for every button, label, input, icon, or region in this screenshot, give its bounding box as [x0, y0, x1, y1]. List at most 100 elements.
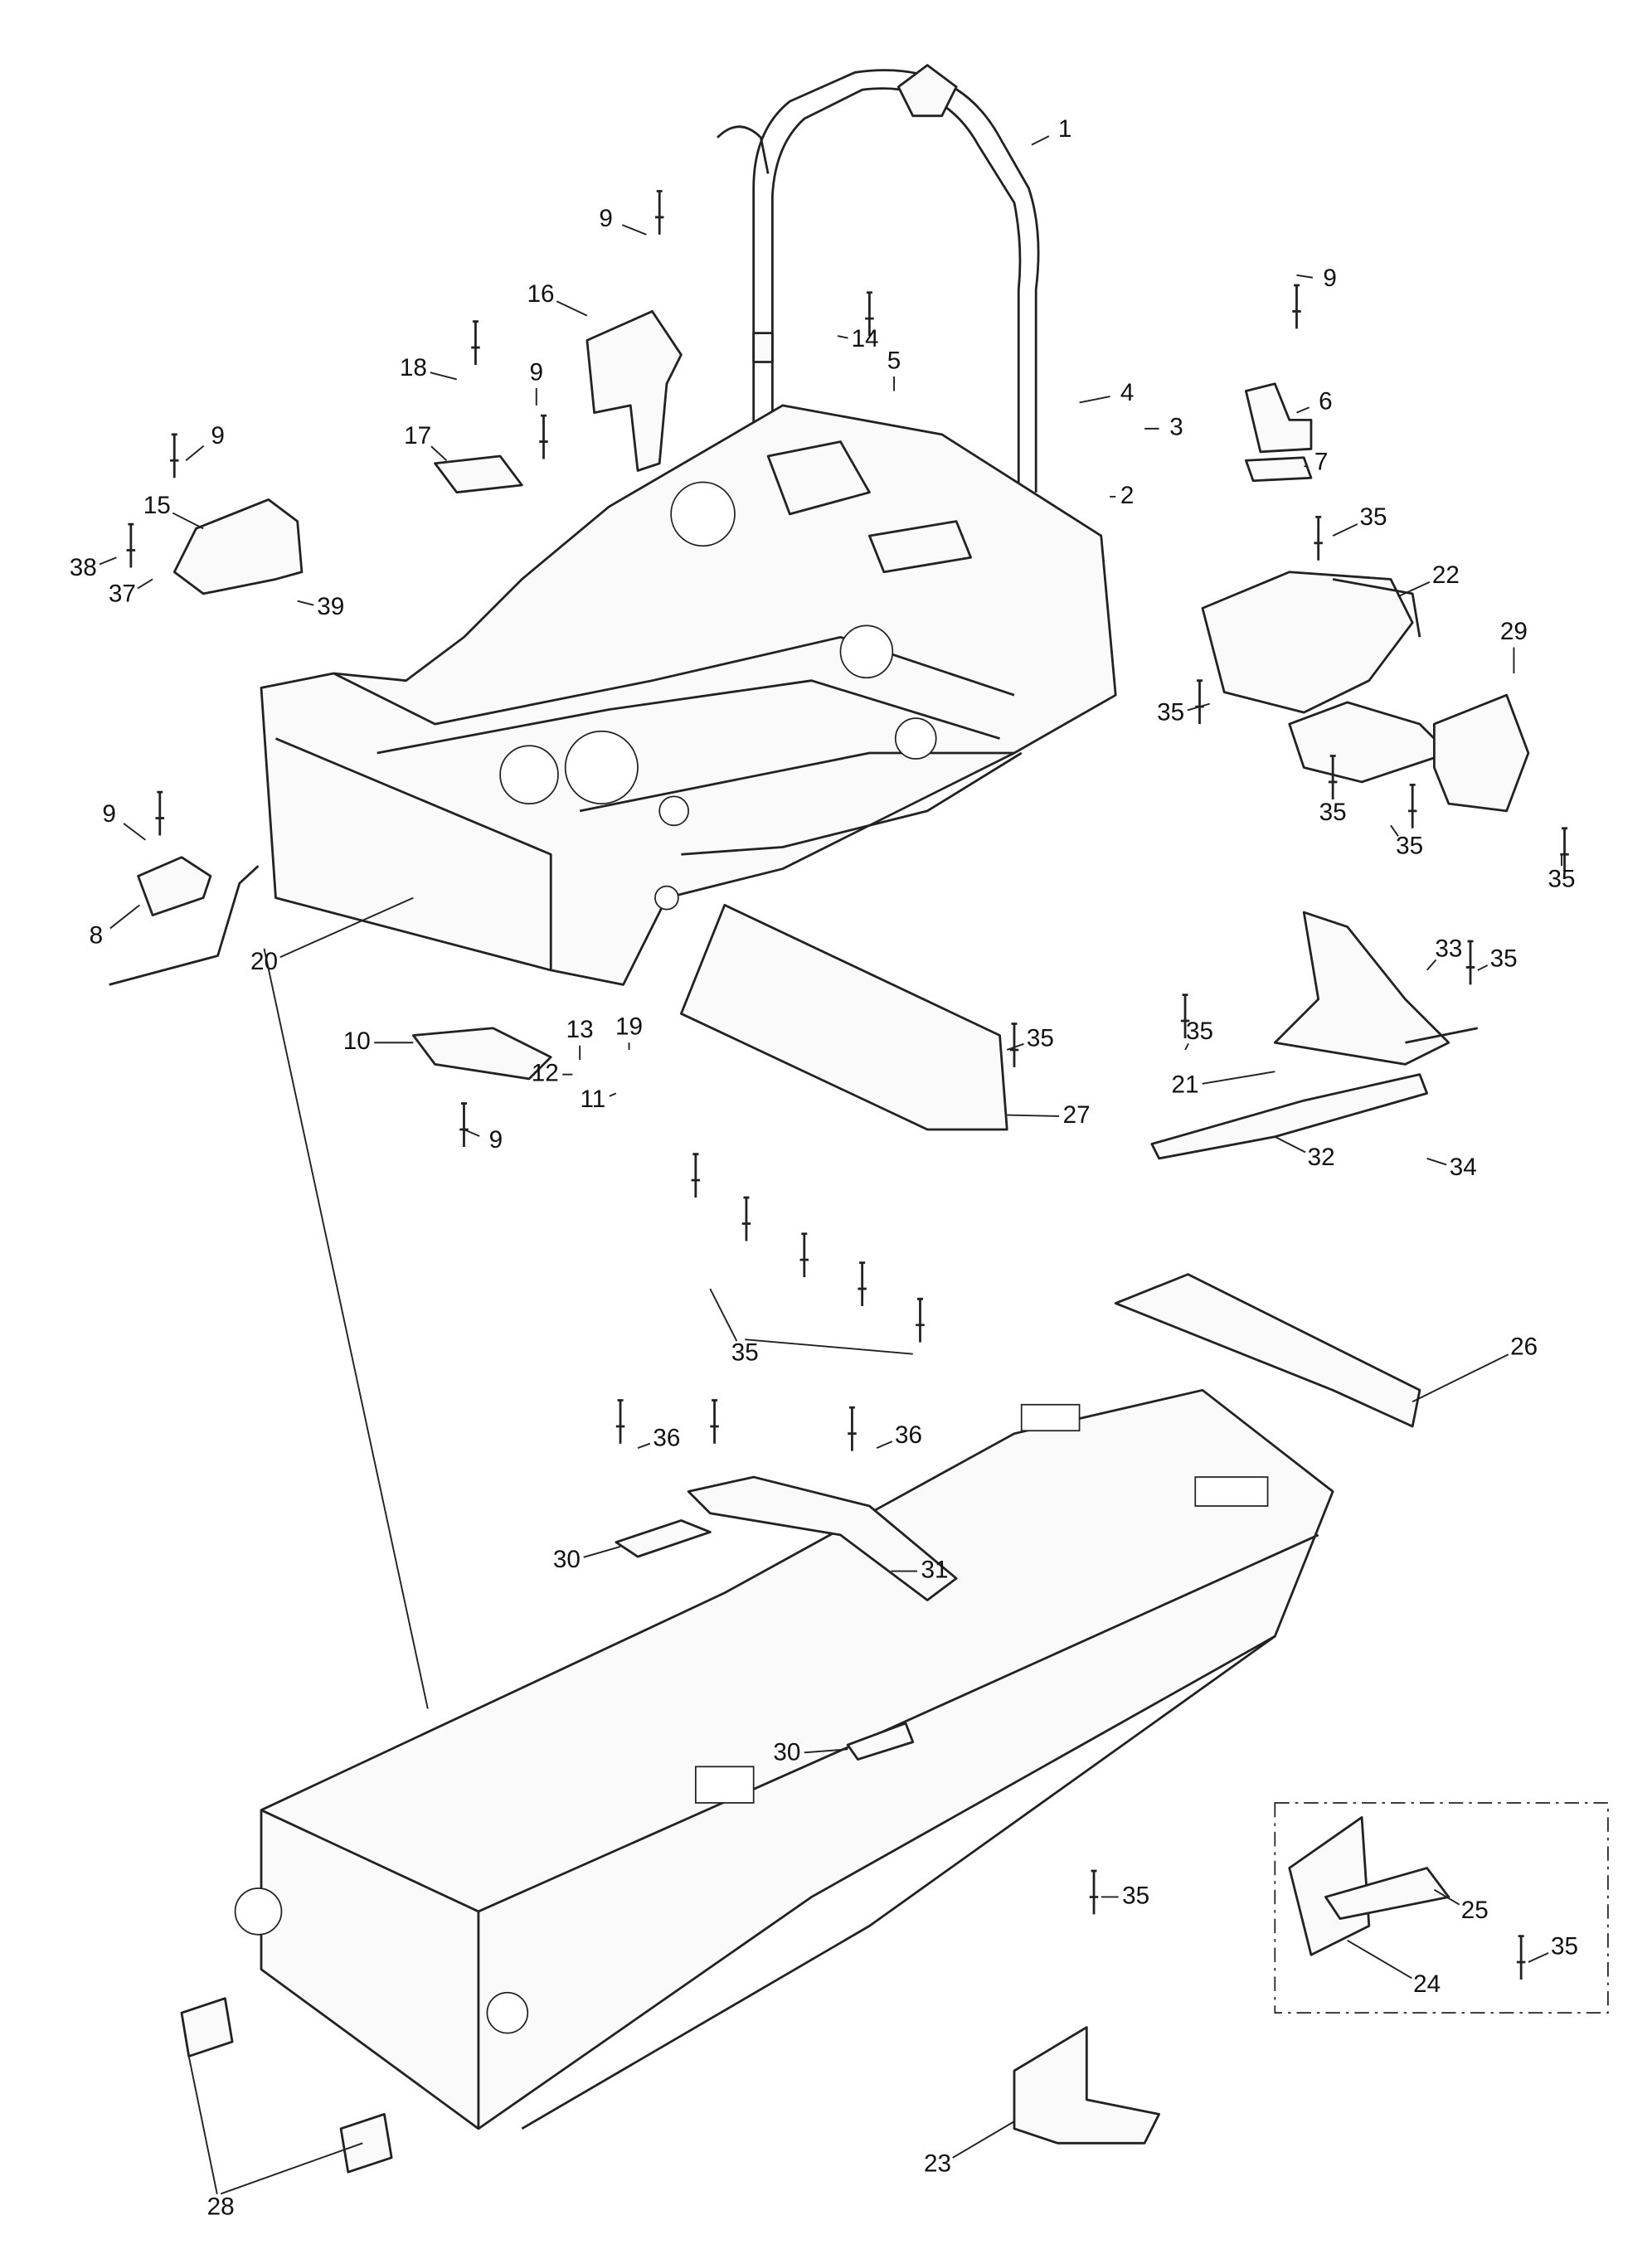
line-art — [99, 64, 1609, 2195]
cable-part — [109, 865, 260, 986]
callout-35: 35 — [731, 1338, 759, 1366]
callout-26: 26 — [1510, 1334, 1538, 1361]
steering-bracket-part — [585, 310, 683, 472]
callout-9: 9 — [211, 422, 225, 449]
callout-20: 20 — [250, 948, 278, 975]
callout-4: 4 — [1120, 379, 1135, 406]
rivet-icon — [1089, 1869, 1099, 1915]
leader-line-9 — [464, 1129, 480, 1137]
leader-line-16 — [556, 300, 588, 317]
rivet-icon — [741, 1196, 751, 1241]
callout-2: 2 — [1120, 482, 1135, 509]
rivet-icon — [615, 1399, 625, 1444]
leader-line-33 — [1426, 959, 1437, 971]
leader-line-30 — [804, 1748, 848, 1754]
leader-line-21 — [1202, 1071, 1275, 1085]
callout-12: 12 — [532, 1059, 559, 1086]
leader-line-34 — [1426, 1158, 1447, 1166]
leader-line — [220, 2142, 363, 2195]
callout-35: 35 — [1027, 1025, 1054, 1052]
leader-line-28 — [187, 2056, 218, 2194]
hinge-part — [411, 1027, 552, 1081]
leader-line-17 — [430, 445, 448, 461]
fasteners — [126, 190, 1569, 1980]
rivet-icon — [858, 1261, 867, 1307]
leader-line — [745, 1338, 913, 1355]
rivet-icon — [1516, 1935, 1526, 1980]
callout-35: 35 — [1551, 1932, 1578, 1960]
side-bracket-part — [1273, 911, 1450, 1066]
leader-line-37 — [137, 578, 153, 590]
rivet-icon — [1560, 827, 1569, 872]
callout-8: 8 — [90, 922, 104, 950]
leader-line-35 — [709, 1288, 738, 1342]
footrest-part — [1201, 571, 1450, 784]
callout-35: 35 — [1319, 799, 1347, 826]
rivet-icon — [126, 522, 136, 568]
heat-shield-part — [1114, 1273, 1421, 1428]
leader-line-22 — [1397, 581, 1431, 598]
callout-35: 35 — [1396, 832, 1423, 859]
callout-27: 27 — [1063, 1101, 1091, 1129]
gusset-plate-part — [180, 1997, 234, 2057]
callout-35: 35 — [1360, 503, 1387, 531]
bracket-30b-part — [846, 1722, 915, 1761]
callout-25: 25 — [1461, 1897, 1489, 1924]
cross-brace-part — [687, 1475, 958, 1601]
rivet-icon — [710, 1399, 719, 1444]
leader-line-35 — [1390, 824, 1399, 837]
rivet-icon — [471, 320, 480, 366]
callout-16: 16 — [527, 280, 554, 308]
callout-35: 35 — [1186, 1018, 1213, 1045]
callout-9: 9 — [1323, 265, 1337, 292]
support-plate-part — [172, 498, 304, 595]
callout-29: 29 — [1500, 618, 1528, 645]
leader-line-35 — [1006, 1042, 1024, 1051]
bracket-part — [1244, 382, 1313, 454]
callout-34: 34 — [1450, 1154, 1477, 1181]
leader-line-35 — [1332, 523, 1358, 537]
rivet-icon — [691, 1153, 701, 1198]
callout-22: 22 — [1432, 561, 1460, 589]
rivet-icon — [1314, 515, 1323, 561]
callout-33: 33 — [1435, 935, 1462, 962]
callout-19: 19 — [615, 1013, 643, 1041]
leader-line-39 — [297, 600, 314, 606]
rivet-icon — [155, 790, 165, 836]
rivet-icon — [539, 414, 548, 459]
leader-line-4 — [1079, 396, 1110, 404]
leader-line-9 — [123, 823, 146, 841]
rivet-icon — [848, 1406, 857, 1451]
callout-35: 35 — [1548, 866, 1576, 893]
callout-35: 35 — [1157, 699, 1184, 726]
callout-32: 32 — [1308, 1144, 1335, 1171]
callout-17: 17 — [404, 422, 431, 449]
callout-39: 39 — [317, 593, 344, 620]
rivet-icon — [1195, 679, 1204, 725]
callout-36: 36 — [895, 1421, 922, 1449]
angle-bracket-part — [1013, 2026, 1161, 2145]
callout-31: 31 — [921, 1556, 948, 1583]
callout-6: 6 — [1319, 387, 1333, 415]
cable-clip-part — [137, 856, 212, 916]
callout-14: 14 — [852, 325, 879, 352]
leader-line-1 — [1031, 135, 1050, 146]
leader-line-9 — [185, 445, 205, 462]
callout-9: 9 — [489, 1126, 503, 1154]
callout-18: 18 — [400, 354, 427, 381]
leader-line-36 — [637, 1442, 651, 1450]
stud-plate-part — [434, 454, 523, 494]
rivet-icon — [1465, 940, 1475, 985]
callout-1: 1 — [1058, 115, 1072, 143]
rivet-icon — [1292, 284, 1301, 329]
rivet-icon — [1180, 993, 1190, 1038]
leader-line-6 — [1296, 406, 1310, 414]
rivet-icon — [1407, 784, 1417, 828]
rivet-icon — [169, 433, 179, 479]
callout-24: 24 — [1413, 1970, 1441, 1998]
leader-line-20 — [279, 896, 414, 959]
leader-line-23 — [952, 2121, 1015, 2159]
leader-line-15 — [172, 512, 204, 530]
brace-part — [1150, 1073, 1429, 1160]
